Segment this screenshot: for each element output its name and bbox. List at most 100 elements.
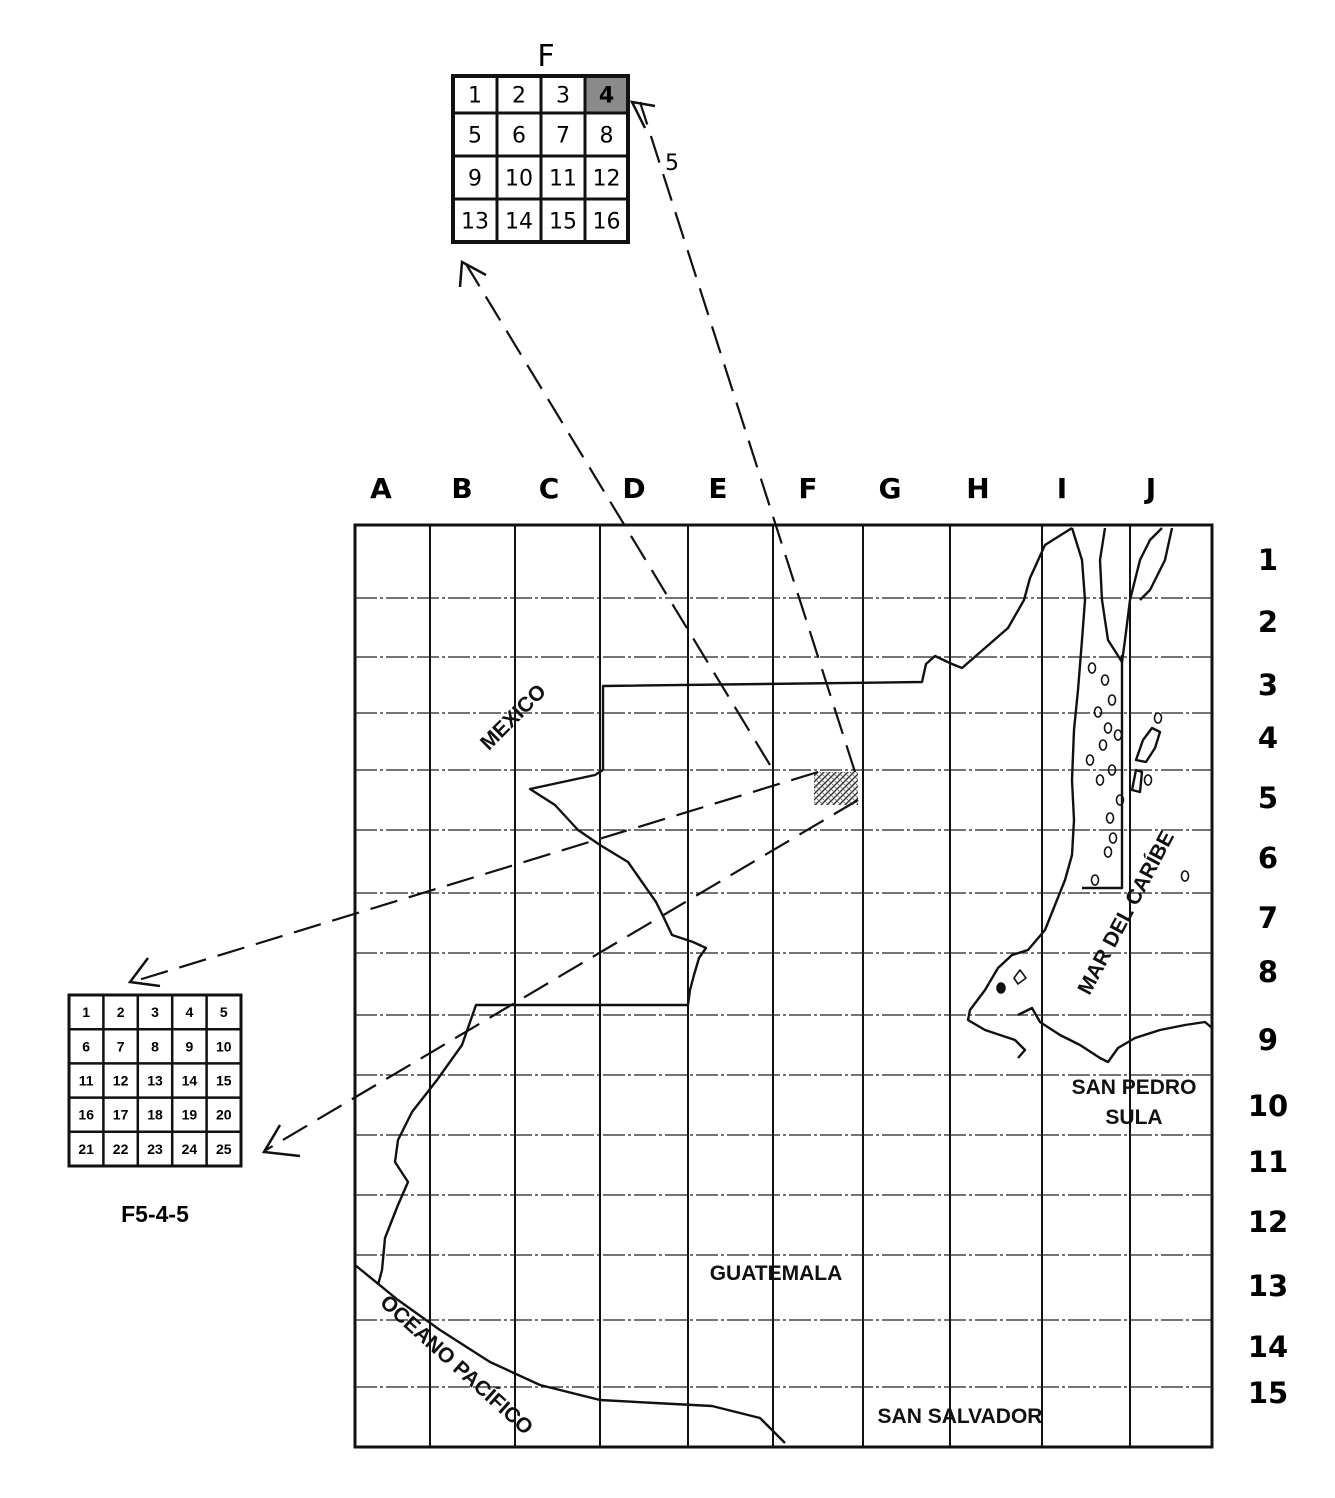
inset-left-cell-10: 10	[216, 1038, 232, 1054]
inset-top-cell-10: 10	[505, 167, 533, 192]
cay-island	[1085, 754, 1095, 766]
cay-island	[1087, 662, 1097, 674]
leader-top-right	[638, 101, 857, 773]
column-label-A: A	[370, 472, 392, 505]
arrow-heads	[127, 259, 487, 1158]
inset-left-cell-24: 24	[182, 1141, 198, 1157]
inset-left-cell-25: 25	[216, 1141, 232, 1157]
inset-top-cell-11: 11	[549, 167, 577, 192]
inset-left-frame	[67, 993, 243, 1168]
row-label-5: 5	[1258, 781, 1278, 815]
inset-top-cell-13: 13	[461, 210, 489, 235]
label-ocean: OCEANO PACÍFICO	[376, 1291, 538, 1440]
inset-left-cell-19: 19	[182, 1107, 198, 1123]
coast-pacific	[354, 1264, 786, 1444]
inset-top-cell-16: 16	[593, 210, 621, 235]
border-west-coast	[376, 1003, 688, 1286]
inset-left-cell-14: 14	[182, 1073, 198, 1089]
row-label-7: 7	[1258, 901, 1278, 935]
island-east	[1134, 726, 1162, 764]
inset-left-cell-9: 9	[186, 1038, 194, 1054]
column-label-E: E	[708, 472, 727, 505]
coast-peninsula-east	[1139, 527, 1174, 601]
inset-left-cell-15: 15	[216, 1073, 232, 1089]
label-sula: SULA	[1105, 1106, 1162, 1129]
border-mexico-north	[601, 526, 1073, 770]
inset-left-cell-2: 2	[117, 1004, 125, 1020]
inset-left-cell-6: 6	[82, 1038, 90, 1054]
cay-island	[1105, 812, 1115, 824]
row-label-2: 2	[1258, 605, 1278, 639]
coast-peninsula	[1098, 527, 1163, 664]
row-label-12: 12	[1248, 1205, 1288, 1239]
inset-left-cell-18: 18	[147, 1107, 163, 1123]
inset-left-cell-16: 16	[78, 1107, 94, 1123]
inset-left-cell-12: 12	[113, 1073, 129, 1089]
inset-top-cell-8: 8	[600, 124, 614, 149]
map-lines	[354, 526, 1213, 1444]
row-label-15: 15	[1248, 1376, 1288, 1410]
row-label-6: 6	[1258, 841, 1278, 875]
inset-left-cell-21: 21	[78, 1141, 94, 1157]
inset-top-letter: F	[537, 39, 554, 74]
leader-left-upper	[131, 770, 819, 984]
island-dot	[996, 982, 1006, 994]
cay-island	[1107, 764, 1117, 776]
inset-left-cell-11: 11	[79, 1073, 94, 1089]
hatched-target-cell	[814, 772, 858, 805]
island-small	[1013, 969, 1027, 985]
cay-island	[1143, 774, 1153, 786]
label-san-salvador: SAN SALVADOR	[878, 1405, 1043, 1428]
inset-left-cell-20: 20	[216, 1107, 232, 1123]
cay-island	[1180, 870, 1190, 882]
inset-top-cell-15: 15	[549, 210, 577, 235]
border-mexico-west	[528, 768, 708, 1006]
inset-top-cell-6: 6	[512, 124, 526, 149]
cay-island	[1100, 674, 1110, 686]
inset-left-cell-17: 17	[113, 1107, 129, 1123]
inset-left-cell-23: 23	[147, 1141, 163, 1157]
column-label-C: C	[539, 472, 560, 505]
cay-island	[1090, 874, 1100, 886]
row-label-14: 14	[1248, 1330, 1288, 1364]
inset-left-cell-7: 7	[117, 1038, 125, 1054]
pointer-label: 5	[665, 151, 679, 176]
inset-top-cell-1: 1	[468, 84, 482, 109]
row-label-1: 1	[1258, 543, 1278, 577]
inset-top-cell-5: 5	[468, 124, 482, 149]
column-label-G: G	[879, 472, 902, 505]
inset-top-cell-9: 9	[468, 167, 482, 192]
inset-top-cell-2: 2	[512, 84, 526, 109]
label-mexico: MEXICO	[476, 680, 551, 755]
cay-island	[1107, 694, 1117, 706]
inset-left-code: F5-4-5	[121, 1201, 189, 1227]
inset-top-cell-7: 7	[556, 124, 570, 149]
column-label-B: B	[451, 472, 472, 505]
cay-island	[1095, 774, 1105, 786]
cay-island	[1153, 712, 1163, 724]
inset-top-highlight-cell	[585, 76, 628, 113]
main-grid-frame	[353, 523, 1214, 1449]
row-label-4: 4	[1258, 721, 1278, 755]
inset-left-cell-13: 13	[147, 1073, 163, 1089]
border-belize	[1082, 655, 1124, 890]
inset-left-cell-1: 1	[82, 1004, 90, 1020]
cay-island	[1108, 832, 1118, 844]
inset-left-cell-4: 4	[186, 1004, 194, 1020]
cay-island	[1103, 846, 1113, 858]
cay-island	[1103, 722, 1113, 734]
arrow-head-left-upper	[127, 957, 161, 988]
label-guatemala: GUATEMALA	[710, 1262, 843, 1285]
label-sea: MAR DEL CARÍBE	[1073, 827, 1179, 998]
column-label-F: F	[798, 472, 817, 505]
cay-island	[1093, 706, 1103, 718]
pointer-arrow-head	[629, 100, 656, 129]
row-label-8: 8	[1258, 955, 1278, 989]
label-san-pedro: SAN PEDRO	[1072, 1076, 1197, 1099]
inset-left-cell-22: 22	[113, 1141, 129, 1157]
leader-top-left	[465, 263, 771, 766]
